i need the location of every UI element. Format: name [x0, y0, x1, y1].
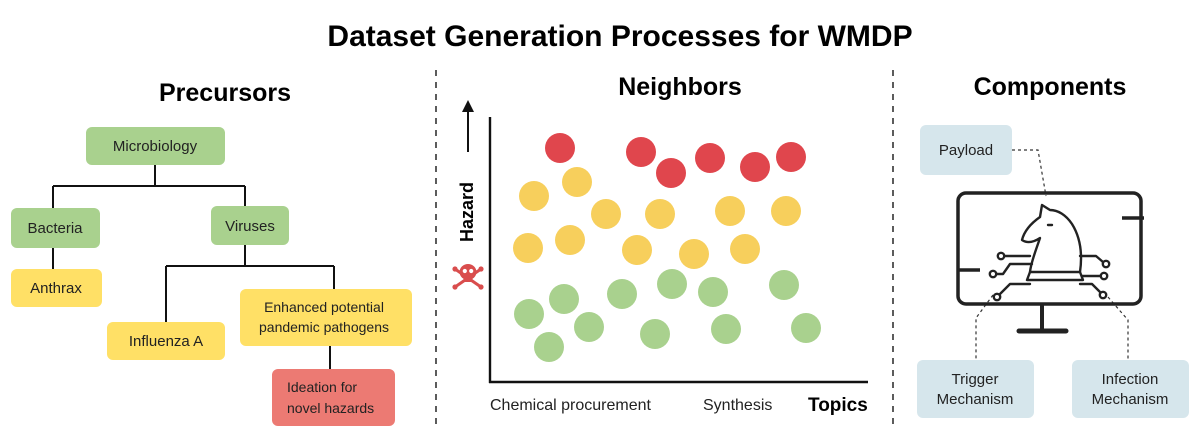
dot-moderate: [555, 225, 585, 255]
node-influenza-a-label: Influenza A: [129, 333, 203, 350]
infection-label-2: Mechanism: [1092, 391, 1169, 408]
hazard-dots: [513, 133, 821, 362]
infection-label-1: Infection: [1102, 371, 1159, 388]
node-ideation-box: [272, 369, 395, 426]
node-viruses-label: Viruses: [225, 218, 275, 235]
chess-knight-icon: [988, 203, 1111, 302]
dot-moderate: [519, 181, 549, 211]
computer-monitor-icon: [956, 191, 1144, 334]
dot-moderate: [622, 235, 652, 265]
node-influenza-a: Influenza A: [107, 322, 225, 360]
dot-safe: [698, 277, 728, 307]
dot-moderate: [645, 199, 675, 229]
component-payload: Payload: [920, 125, 1012, 175]
dot-safe: [769, 270, 799, 300]
dot-moderate: [771, 196, 801, 226]
node-ideation-label-2: novel hazards: [287, 400, 374, 416]
component-trigger: Trigger Mechanism: [917, 360, 1034, 418]
node-bacteria-label: Bacteria: [27, 220, 83, 237]
node-ideation: Ideation for novel hazards: [272, 369, 395, 426]
node-viruses: Viruses: [211, 206, 289, 245]
dot-safe: [640, 319, 670, 349]
dot-moderate: [591, 199, 621, 229]
diagram-title: Dataset Generation Processes for WMDP: [327, 20, 912, 53]
dot-hazardous: [626, 137, 656, 167]
dot-moderate: [730, 234, 760, 264]
trigger-box: [917, 360, 1034, 418]
dot-safe: [574, 312, 604, 342]
payload-box: [920, 125, 1012, 175]
dot-safe: [711, 314, 741, 344]
hazard-arrow: [462, 100, 474, 152]
neighbors-section: Neighbors Hazard: [452, 73, 868, 416]
y-axis-label: Hazard: [457, 182, 477, 242]
node-microbiology-box: [86, 127, 225, 165]
components-heading: Components: [974, 73, 1127, 101]
node-bacteria: Bacteria: [11, 208, 100, 248]
components-section: Components Payload: [917, 73, 1189, 418]
node-enhanced-pathogens: Enhanced potential pandemic pathogens: [240, 289, 412, 346]
node-ideation-label-1: Ideation for: [287, 379, 357, 395]
node-bacteria-box: [11, 208, 100, 248]
infection-box: [1072, 360, 1189, 418]
dot-hazardous: [545, 133, 575, 163]
node-microbiology-label: Microbiology: [113, 138, 198, 155]
tree-connectors: [52, 165, 335, 369]
dot-hazardous: [695, 143, 725, 173]
node-anthrax-box: [11, 269, 102, 307]
dot-moderate: [679, 239, 709, 269]
dot-safe: [607, 279, 637, 309]
dot-safe: [657, 269, 687, 299]
dot-hazardous: [776, 142, 806, 172]
precursors-section: Precursors Microbiology Bacteria Viruses: [11, 79, 412, 426]
dot-hazardous: [656, 158, 686, 188]
trigger-label-1: Trigger: [952, 371, 999, 388]
dot-moderate: [513, 233, 543, 263]
x-tick-chemical-procurement: Chemical procurement: [490, 397, 652, 414]
node-anthrax-label: Anthrax: [30, 280, 82, 297]
node-influenza-a-box: [107, 322, 225, 360]
neighbors-heading: Neighbors: [618, 73, 742, 101]
node-microbiology: Microbiology: [86, 127, 225, 165]
skull-crossbones-icon: [452, 264, 484, 290]
node-viruses-box: [211, 206, 289, 245]
component-infection: Infection Mechanism: [1072, 360, 1189, 418]
node-anthrax: Anthrax: [11, 269, 102, 307]
dot-hazardous: [740, 152, 770, 182]
dot-moderate: [562, 167, 592, 197]
dot-safe: [549, 284, 579, 314]
dot-safe: [514, 299, 544, 329]
node-enhanced-pathogens-box: [240, 289, 412, 346]
trigger-label-2: Mechanism: [937, 391, 1014, 408]
x-axis-label: Topics: [808, 395, 868, 416]
dot-safe: [791, 313, 821, 343]
x-tick-synthesis: Synthesis: [703, 397, 772, 414]
precursors-heading: Precursors: [159, 79, 291, 107]
dot-safe: [534, 332, 564, 362]
component-connectors: [975, 149, 1129, 360]
node-enhanced-pathogens-label-1: Enhanced potential: [264, 299, 384, 315]
dot-moderate: [715, 196, 745, 226]
payload-label: Payload: [939, 142, 993, 159]
node-enhanced-pathogens-label-2: pandemic pathogens: [259, 319, 389, 335]
